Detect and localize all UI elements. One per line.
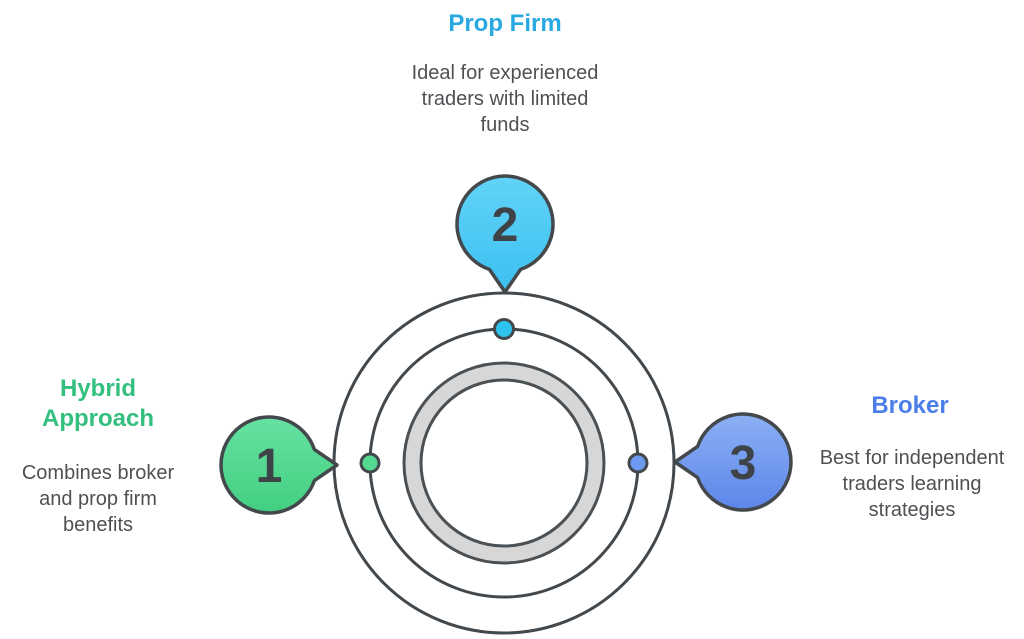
balloon-2 [455,174,555,294]
broker-description: Best for independent traders learning st… [819,447,1005,521]
balloon-1-number: 1 [256,440,283,493]
node-dot-left [359,452,381,474]
prop-firm-title: Prop Firm [448,10,562,37]
hybrid-approach-title: Hybrid Approach [41,375,154,432]
balloon-2-number: 2 [492,199,519,252]
balloon-3 [673,412,793,512]
node-dot-top [493,318,515,340]
node-dot-right [627,452,649,474]
hybrid-approach-description: Combines broker and prop firm benefits [21,462,175,536]
balloon-2-shape [455,174,555,294]
balloon-3-shape [673,412,793,512]
ring-inner-white [419,378,589,548]
balloon-3-number: 3 [730,437,757,490]
prop-firm-description: Ideal for experienced traders with limit… [411,62,599,136]
balloon-1-shape [219,415,339,515]
broker-title: Broker [871,392,949,419]
balloon-1 [219,415,339,515]
